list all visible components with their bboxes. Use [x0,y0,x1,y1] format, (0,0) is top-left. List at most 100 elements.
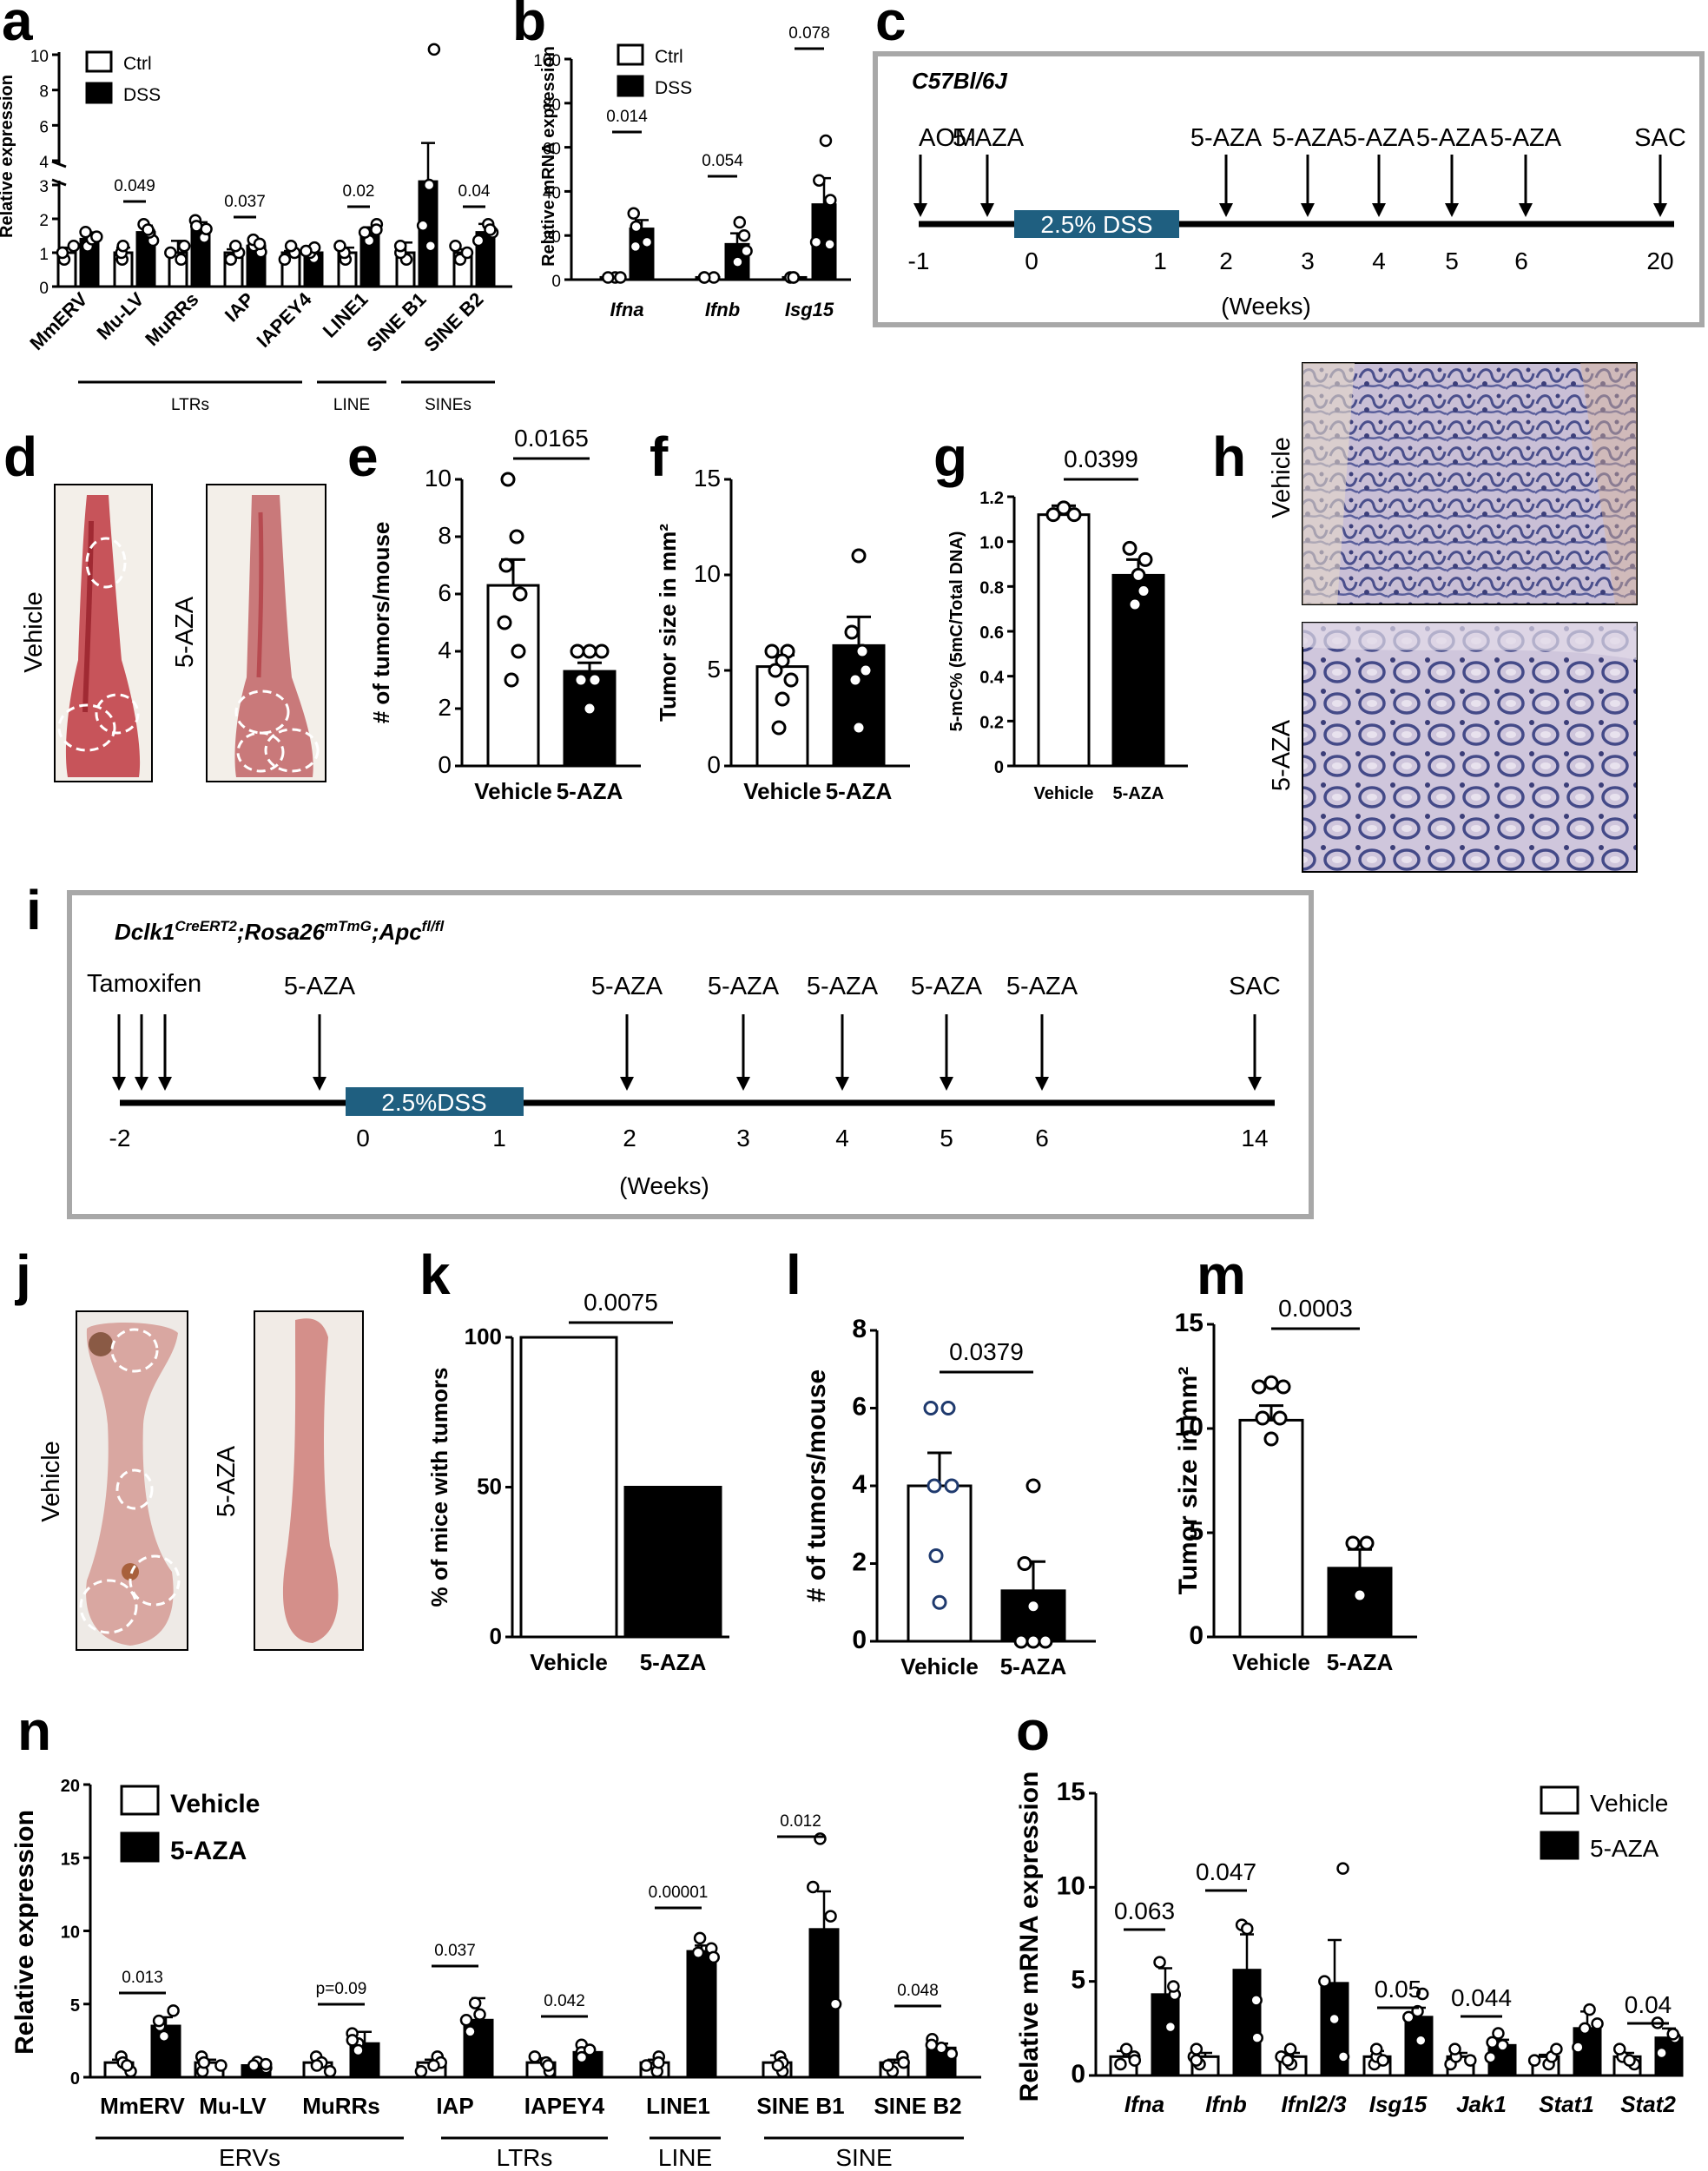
chart-f-data-point [847,672,863,688]
panel-label-d: d [3,426,37,488]
chart-n-legend-swatch [120,1785,160,1816]
chart-l-data-point [1025,1478,1041,1494]
chart-n-legend-label: 5-AZA [170,1837,247,1865]
chart-k-y-tick-label: 100 [465,1323,502,1349]
timeline-c-strain: C57Bl/6J [912,68,1007,94]
chart-o-x-tick-label: Isg15 [1369,2091,1428,2117]
timeline-i-event-label: 5-AZA [708,973,780,1000]
timeline-c-tick-label: 3 [1301,247,1315,274]
chart-o-data-point [1591,2017,1604,2030]
timeline-c-arrow-head [1219,203,1233,217]
timeline-i-arrow-head [1248,1077,1262,1091]
chart-o-data-point [1128,2054,1142,2067]
chart-l-data-point [1025,1633,1041,1649]
chart-e-y-tick-label: 10 [425,465,452,492]
chart-o-pvalue: 0.04 [1625,1991,1672,2018]
chart-g-y-tick-label: 1.0 [979,534,1004,553]
chart-b-data-point [731,255,744,268]
chart-n-group-label: SINE [835,2144,892,2171]
chart-f-data-point [775,691,790,707]
chart-f-y-tick-label: 10 [694,560,721,587]
chart-f-data-point [854,643,870,659]
timeline-c-tick-label: 20 [1646,247,1673,274]
chart-n-data-point [121,2059,134,2072]
chart-n-data-point [197,2056,211,2069]
chart-f-y-tick-label: 0 [707,751,721,778]
chart-o-data-point [1283,2042,1297,2056]
timeline-i-event-label: 5-AZA [284,973,356,1000]
chart-o-data-point [1448,2042,1461,2056]
chart-e-x-tick-label: Vehicle [474,778,552,804]
chart-a-axis-break [52,165,69,181]
chart-l-y-tick-label: 8 [852,1315,867,1343]
panel-label-g: g [933,426,967,488]
chart-k-bar [623,1486,722,1639]
chart-g-data-point [1136,584,1151,598]
chart-n-data-point [814,1832,827,1845]
chart-g-y-tick-label: 0.6 [979,624,1004,643]
chart-o-data-point [1114,2057,1127,2071]
histology-vehicle-label: Vehicle [1268,437,1296,518]
chart-g-data-point [1045,507,1061,523]
chart-o-data-point [1167,1980,1180,1993]
chart-a-data-point [189,220,203,233]
chart-o-x-tick-label: Ifna [1124,2091,1164,2117]
chart-n-y-label: Relative expression [10,1810,39,2055]
chart-a-data-point [175,253,188,267]
chart-o-data-point [1492,2027,1505,2040]
chart-m-data-point [1359,1535,1375,1551]
chart-m-data-point [1272,1410,1288,1426]
chart-l-data-point [927,1478,942,1494]
chart-b-y-tick-label: 20 [543,228,561,247]
timeline-i-arrow-head [620,1077,634,1091]
chart-a-data-point [278,253,292,267]
chart-b-data-point [602,271,615,284]
chart-a-x-tick-label: SINE B2 [419,288,487,356]
timeline-c-dss-box [1014,210,1179,238]
chart-a-y-tick-label: 3 [39,178,49,196]
timeline-i-tick-label: 0 [356,1125,370,1151]
chart-n-pvalue: p=0.09 [316,1980,367,1998]
chart-f-x-tick-label: 5-AZA [826,778,893,804]
chart-l-y-tick-label: 0 [852,1626,867,1654]
timeline-i-tick-label: 1 [492,1125,506,1151]
chart-o-data-point [1241,1922,1254,1936]
chart-l-x-tick-label: Vehicle [900,1653,979,1679]
chart-m-data-point [1263,1431,1279,1447]
chart-n-data-point [691,1946,705,1960]
photo-j-vehicle-label: Vehicle [37,1441,65,1522]
timeline-c-arrow-head [1372,203,1386,217]
chart-k-x-tick-label: 5-AZA [640,1649,707,1675]
timeline-c-arrow-head [1653,203,1667,217]
chart-g-y-tick-label: 0.2 [979,713,1004,732]
timeline-i-arrow-head [835,1077,849,1091]
panel-label-c: c [875,0,907,52]
chart-n-data-point [771,2059,785,2072]
chart-k-bar [519,1336,618,1639]
chart-a-data-point [358,226,372,239]
chart-m-data-point [1263,1375,1279,1390]
timeline-c-event-label: 5-AZA [953,124,1025,152]
chart-a-y-tick-label: 8 [39,83,49,102]
timeline-c-arrow-head [1519,203,1533,217]
timeline-i-event-label: Tamoxifen [87,970,201,998]
chart-a-data-point [422,178,436,192]
chart-b-data-point [823,238,836,251]
chart-n-legend-swatch [120,1831,160,1863]
chart-n-pvalue: 0.00001 [649,1884,709,1902]
chart-n-y-tick-label: 20 [61,1777,80,1796]
chart-n-data-point [925,2038,939,2052]
chart-e-data-point [512,586,528,602]
timeline-c-event-label: AOM [919,124,976,152]
chart-e-data-point [587,672,603,688]
chart-a-y-tick-label: 4 [39,154,49,172]
chart-a-data-point [472,234,485,247]
chart-g-y-tick-label: 0.8 [979,578,1004,597]
chart-o-y-tick-label: 0 [1071,2060,1085,2089]
histology-5aza [1302,622,1638,873]
chart-n-y-tick-label: 10 [61,1924,80,1943]
chart-n-group-label: LINE [658,2144,712,2171]
chart-l-bar [1000,1589,1066,1643]
chart-b-y-label: Relative mRNA expression [539,46,558,267]
